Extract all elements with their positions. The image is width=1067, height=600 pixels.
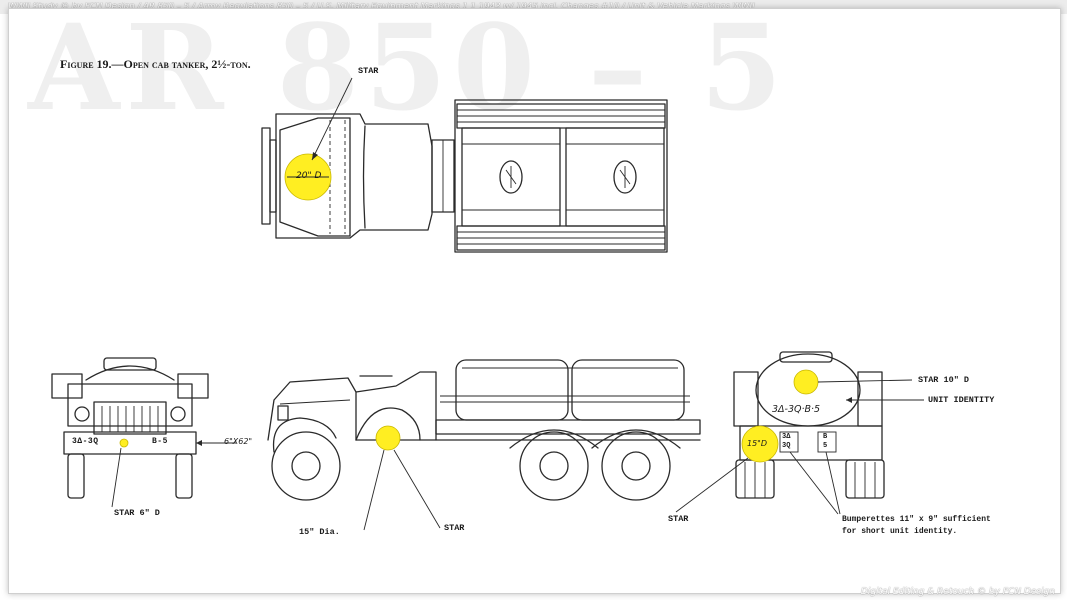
front-star-label: STAR 6" D (114, 508, 160, 518)
bumperette-a: 3Δ (782, 433, 791, 441)
bumper-size-label: 6"X62" (224, 437, 253, 446)
figure-title: Figure 19.—Open cab tanker, 2½-ton. (60, 57, 251, 71)
tank-unit-code: 3Δ-3Q·B·5 (772, 404, 821, 415)
document-frame (8, 8, 1061, 594)
rear-tank-star-label: STAR 10" D (918, 375, 970, 385)
bumperette-b: 3Q (782, 442, 791, 450)
rear-star-label: STAR (668, 514, 689, 524)
rear-tank-star-marking (793, 369, 819, 395)
rear-star-dim: 15"D (747, 439, 768, 448)
bumperette-d: 5 (823, 442, 828, 450)
front-bumper-number: B-5 (152, 437, 168, 446)
side-star-marking (375, 425, 401, 451)
top-star-label: STAR (358, 66, 379, 76)
side-diameter-label: 15" Dia. (299, 527, 340, 537)
front-bumper-code: 3Δ-3Q (72, 437, 99, 446)
unit-identity-label: UNIT IDENTITY (928, 395, 995, 405)
front-star-marking (119, 438, 129, 448)
side-view (267, 359, 701, 531)
bumperette-c: B (823, 433, 828, 441)
side-star-label: STAR (444, 523, 465, 533)
credit-caption: Digital Editing & Retouch © by FCN Desig… (860, 587, 1055, 597)
rear-view (675, 351, 924, 515)
hood-star-dim: 20" D (296, 171, 322, 181)
bumperettes-note-line1: Bumperettes 11" x 9" sufficient (842, 515, 991, 524)
top-caption: WWII Study © by FCN Design / AR 850 – 5 … (8, 2, 755, 12)
rear-star-marking (741, 425, 779, 463)
front-view (51, 357, 236, 508)
bumperettes-note-line2: for short unit identity. (842, 527, 958, 536)
top-view (261, 77, 668, 253)
watermark: AR 850 – 5 (28, 0, 789, 137)
